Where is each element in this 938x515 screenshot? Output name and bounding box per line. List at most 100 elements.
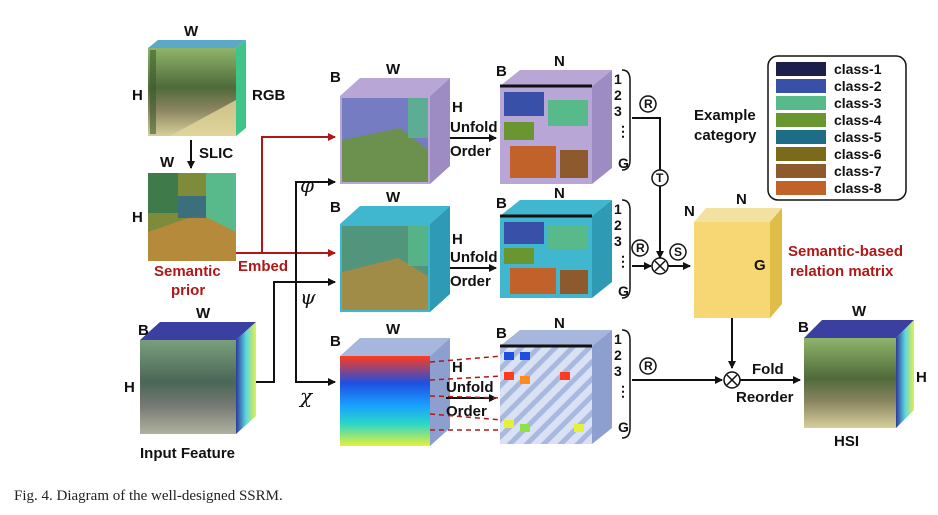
input-to-chi-arrow <box>295 282 336 386</box>
semantic-prior-line2: prior <box>171 282 205 299</box>
svg-text:⋮: ⋮ <box>616 123 630 139</box>
hsi-cube <box>804 320 914 428</box>
legend-label-6: class-6 <box>834 146 882 162</box>
legend-swatch-2 <box>776 79 826 93</box>
svg-text:R: R <box>644 359 653 373</box>
psi-height-label: H <box>452 231 463 248</box>
unf-phi-g-label: G <box>618 155 629 171</box>
legend-swatch-6 <box>776 147 826 161</box>
svg-text:R: R <box>636 241 645 255</box>
unfold-phi-line2: Order <box>450 143 491 160</box>
legend-swatch-3 <box>776 96 826 110</box>
reshape-operator-psi: R <box>631 239 649 257</box>
legend-label-5: class-5 <box>834 129 882 145</box>
legend-label-2: class-2 <box>834 78 882 94</box>
input-height-label: H <box>124 379 135 396</box>
legend-swatch-5 <box>776 130 826 144</box>
hsi-width-label: W <box>852 303 867 320</box>
chi-band-label: B <box>330 333 341 350</box>
svg-text:T: T <box>656 171 664 185</box>
unfolded-cube-psi <box>500 200 612 298</box>
phi-to-multiply-arrow <box>632 117 664 259</box>
svg-text:⋮: ⋮ <box>616 253 630 269</box>
legend-label-8: class-8 <box>834 180 882 196</box>
svg-text:R: R <box>644 97 653 111</box>
reshape-operator-phi: R <box>639 95 657 113</box>
unfold-chi-line1: Unfold <box>446 379 493 396</box>
phi-cube <box>340 78 450 184</box>
class-legend: class-1class-2class-3class-4class-5class… <box>767 55 907 201</box>
reorder-label: Reorder <box>736 389 794 406</box>
unfolded-cube-phi <box>500 70 612 184</box>
transpose-operator: T <box>651 169 669 187</box>
index-brace-phi: 1 2 3 ⋮ <box>614 69 631 171</box>
unf-psi-n-label: N <box>554 185 565 202</box>
prior-width-label: W <box>160 154 175 171</box>
index-brace-psi: 1 2 3 ⋮ <box>614 199 631 299</box>
chi-width-label: W <box>386 321 401 338</box>
index-brace-chi: 1 2 3 ⋮ <box>614 329 631 439</box>
relation-matrix <box>694 208 782 318</box>
multiply-operator-2 <box>723 371 741 389</box>
unf-chi-band-label: B <box>496 325 507 342</box>
unf-chi-n-label: N <box>554 315 565 332</box>
unf-phi-n-label: N <box>554 53 565 70</box>
psi-symbol: ψ <box>300 285 316 309</box>
legend-swatch-1 <box>776 62 826 76</box>
psi-cube <box>340 206 450 312</box>
semantic-relation-line1: Semantic-based <box>788 243 903 260</box>
softmax-operator: S <box>669 243 687 261</box>
svg-text:2: 2 <box>614 87 622 103</box>
legend-label-7: class-7 <box>834 163 882 179</box>
svg-text:1: 1 <box>614 201 622 217</box>
unfolded-cube-chi <box>500 330 612 444</box>
input-to-phi-arrow <box>274 178 336 283</box>
legend-swatch-7 <box>776 164 826 178</box>
svg-text:1: 1 <box>614 331 622 347</box>
unfold-psi-line2: Order <box>450 273 491 290</box>
correspondence-dashes <box>429 355 503 431</box>
legend-swatch-8 <box>776 181 826 195</box>
hsi-height-label: H <box>916 369 927 386</box>
svg-text:3: 3 <box>614 233 622 249</box>
semantic-prior-line1: Semantic <box>154 263 221 280</box>
hsi-label: HSI <box>834 433 859 450</box>
rm-g-label: G <box>754 257 766 274</box>
phi-height-label: H <box>452 99 463 116</box>
rm-n-top-label: N <box>736 191 747 208</box>
legend-label-4: class-4 <box>834 112 882 128</box>
chi-cube <box>340 338 450 446</box>
fold-label: Fold <box>752 361 784 378</box>
legend-label-3: class-3 <box>834 95 882 111</box>
legend-label-1: class-1 <box>834 61 882 77</box>
svg-text:3: 3 <box>614 103 622 119</box>
input-band-label: B <box>138 322 149 339</box>
input-to-psi-arrow <box>256 278 336 383</box>
unfold-chi-line2: Order <box>446 403 487 420</box>
rgb-height-label: H <box>132 87 143 104</box>
unf-psi-g-label: G <box>618 283 629 299</box>
unf-psi-band-label: B <box>496 195 507 212</box>
input-feature-label: Input Feature <box>140 445 235 462</box>
example-category-line1: Example <box>694 107 756 124</box>
reshape-operator-chi: R <box>639 357 657 375</box>
svg-text:3: 3 <box>614 363 622 379</box>
prior-height-label: H <box>132 209 143 226</box>
psi-width-label: W <box>386 189 401 206</box>
svg-text:S: S <box>674 245 682 259</box>
input-width-label: W <box>196 305 211 322</box>
unf-chi-g-label: G <box>618 419 629 435</box>
example-category-line2: category <box>694 127 757 144</box>
figure-caption: Fig. 4. Diagram of the well-designed SSR… <box>14 488 283 504</box>
phi-width-label: W <box>386 61 401 78</box>
rgb-image <box>148 40 246 136</box>
rm-n-left-label: N <box>684 203 695 220</box>
rgb-label: RGB <box>252 87 286 104</box>
hsi-band-label: B <box>798 319 809 336</box>
phi-band-label: B <box>330 69 341 86</box>
unfold-phi-line1: Unfold <box>450 119 497 136</box>
svg-text:1: 1 <box>614 71 622 87</box>
svg-text:2: 2 <box>614 347 622 363</box>
rgb-width-label: W <box>184 23 199 40</box>
